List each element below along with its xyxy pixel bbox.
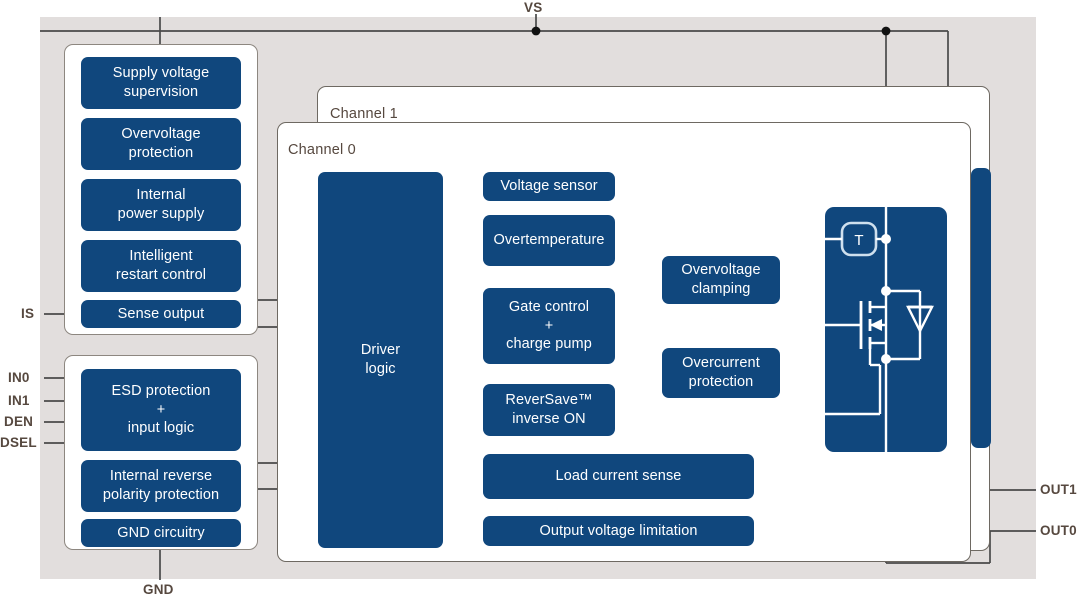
block-driver-logic[interactable]: Driver logic: [318, 172, 443, 548]
pin-label-is: IS: [21, 306, 35, 321]
channel-0-label: Channel 0: [288, 142, 356, 158]
pin-label-vs: VS: [524, 0, 543, 15]
power-stage-symbols: T: [825, 207, 934, 452]
pin-label-in0: IN0: [8, 370, 30, 385]
block-gnd-circuitry[interactable]: GND circuitry: [81, 519, 241, 547]
block-supply-voltage-supervision[interactable]: Supply voltage supervision: [81, 57, 241, 109]
block-overvoltage-protection[interactable]: Overvoltage protection: [81, 118, 241, 170]
pin-label-out0: OUT0: [1040, 523, 1077, 538]
block-reversave-inverse-on[interactable]: ReverSave™ inverse ON: [483, 384, 615, 436]
pin-label-den: DEN: [4, 414, 34, 429]
block-intelligent-restart-control[interactable]: Intelligent restart control: [81, 240, 241, 292]
pin-label-gnd: GND: [143, 582, 174, 597]
block-gate-control-charge-pump[interactable]: Gate control + charge pump: [483, 288, 615, 364]
block-internal-reverse-polarity-protection[interactable]: Internal reverse polarity protection: [81, 460, 241, 512]
block-overvoltage-clamping[interactable]: Overvoltage clamping: [662, 256, 780, 304]
channel-1-label: Channel 1: [330, 106, 398, 122]
channel-1-power-strip: [971, 168, 991, 448]
block-output-voltage-limitation[interactable]: Output voltage limitation: [483, 516, 754, 546]
block-internal-power-supply[interactable]: Internal power supply: [81, 179, 241, 231]
block-sense-output[interactable]: Sense output: [81, 300, 241, 328]
pin-label-dsel: DSEL: [0, 435, 37, 450]
pin-label-in1: IN1: [8, 393, 30, 408]
block-overtemperature[interactable]: Overtemperature: [483, 215, 615, 266]
block-overcurrent-protection[interactable]: Overcurrent protection: [662, 348, 780, 398]
temp-sensor-label: T: [854, 232, 863, 249]
pin-label-out1: OUT1: [1040, 482, 1077, 497]
block-voltage-sensor[interactable]: Voltage sensor: [483, 172, 615, 201]
block-esd-protection-input-logic[interactable]: ESD protection + input logic: [81, 369, 241, 451]
block-load-current-sense[interactable]: Load current sense: [483, 454, 754, 499]
